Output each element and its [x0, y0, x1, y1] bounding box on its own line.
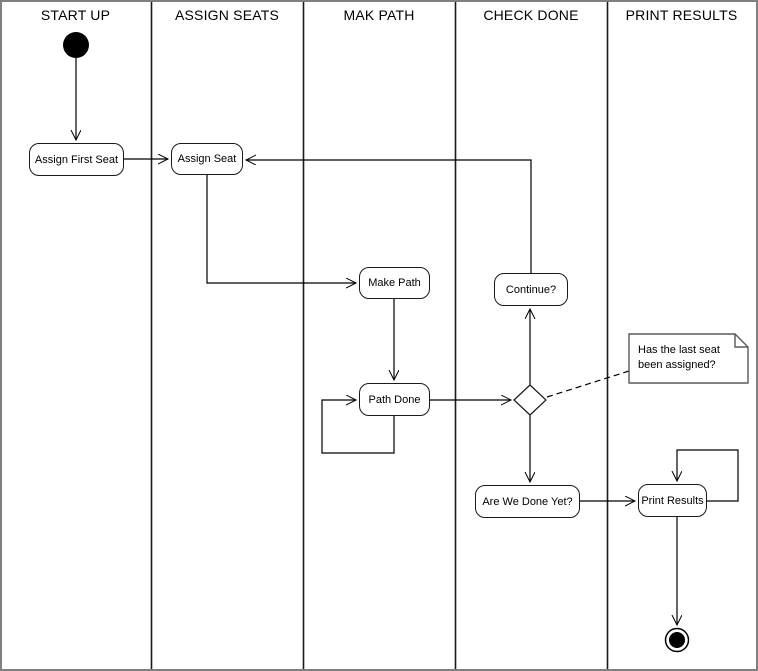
final-node: [664, 627, 690, 653]
edge-path-done-self-loop: [321, 400, 395, 454]
note-text-line-2: been assigned?: [638, 359, 716, 371]
edge-decision-to-note-dashed: [546, 370, 630, 398]
lane-dividers: [150, 2, 609, 669]
note-text: Has the last seat been assigned?: [638, 343, 742, 373]
edge-assign-seat-to-make-path: [206, 175, 356, 283]
activity-path-done: Path Done: [359, 383, 430, 416]
activity-continue: Continue?: [494, 273, 568, 306]
decision-diamond: [513, 384, 547, 416]
lane-header-start-up: START UP: [40, 7, 111, 23]
note-shape: [628, 333, 749, 384]
lane-header-check-done: CHECK DONE: [483, 7, 579, 23]
edge-continue-to-assign-seat: [246, 160, 532, 273]
lane-header-print-results: PRINT RESULTS: [625, 7, 738, 23]
activity-are-we-done-yet: Are We Done Yet?: [475, 485, 580, 518]
lane-header-assign-seats: ASSIGN SEATS: [174, 7, 280, 23]
edge-print-results-self-loop: [677, 449, 739, 502]
note-text-line-1: Has the last seat: [638, 344, 720, 356]
activity-print-results: Print Results: [638, 484, 707, 517]
activity-make-path: Make Path: [359, 267, 430, 299]
initial-node: [63, 32, 89, 58]
activity-assign-seat: Assign Seat: [171, 143, 243, 175]
activity-assign-first-seat: Assign First Seat: [29, 143, 124, 176]
lane-header-mak-path: MAK PATH: [343, 7, 415, 23]
